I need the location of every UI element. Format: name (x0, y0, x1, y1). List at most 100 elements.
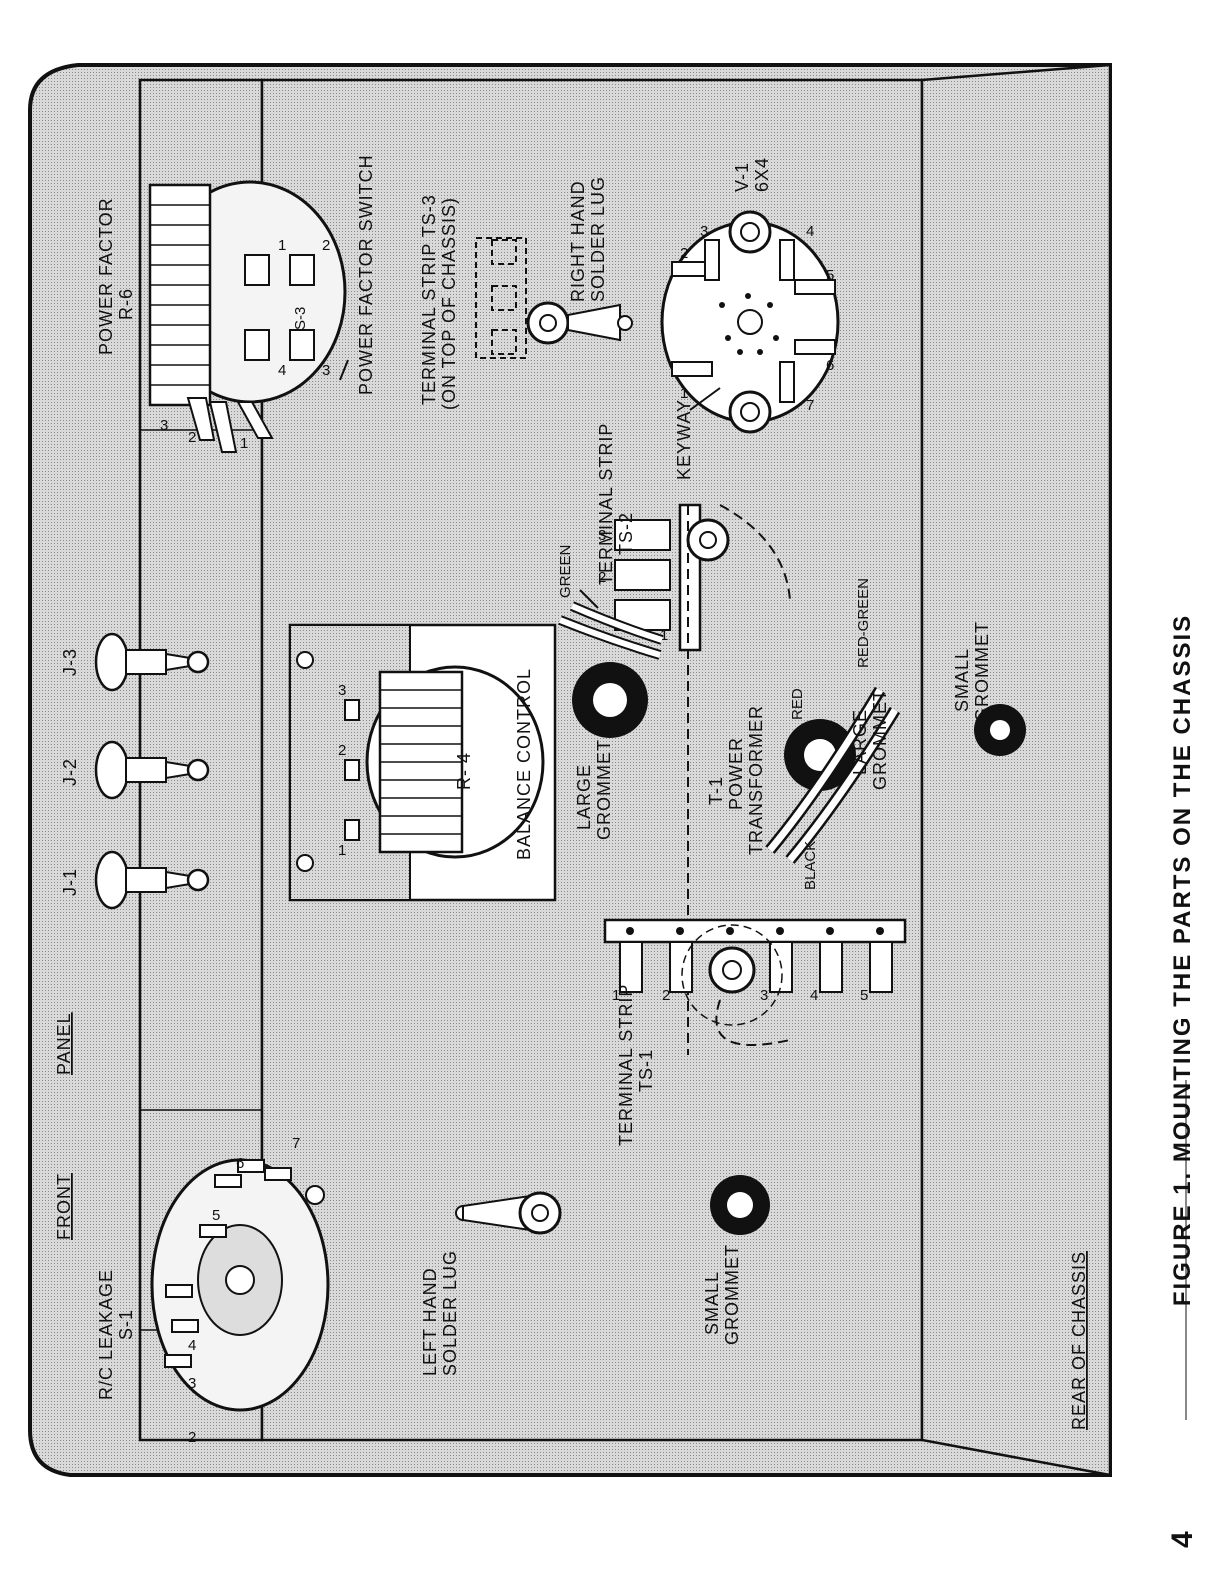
large-grommet-lower-label-2: GROMMET (870, 689, 890, 790)
black-wire-label: BLACK (802, 841, 819, 890)
v1-pin-6: 6 (826, 357, 834, 374)
s3-pin-3: 3 (322, 362, 330, 379)
r6-pin-1: 1 (240, 435, 248, 452)
s3-leader-line (339, 359, 349, 381)
jack-j1-label: J-1 (60, 868, 80, 896)
r6-pin-numbers: 3 2 1 (160, 417, 248, 452)
r4-ref-label: R- 4 (454, 752, 474, 790)
v1-pin-4: 4 (806, 223, 814, 240)
s1-pin-numbers: 2 3 4 5 6 7 (188, 1135, 300, 1446)
front-label: FRONT (54, 1173, 74, 1240)
r4-pin-1: 1 (338, 842, 346, 859)
left-lug-label-1: LEFT HAND (420, 1267, 440, 1376)
r6-name-label: POWER FACTOR (96, 197, 116, 355)
t1-label-3: TRANSFORMER (746, 705, 766, 855)
r6-pin-2: 2 (188, 429, 196, 446)
s3-pin-1: 1 (278, 237, 286, 254)
v1-type-label: 6X4 (752, 157, 772, 192)
ts3-note-label: (ON TOP OF CHASSIS) (439, 197, 459, 410)
t1-label-2: POWER (726, 737, 746, 810)
t1-label-1: T-1 (706, 776, 726, 805)
small-grommet-right-label-1: SMALL (952, 648, 972, 712)
left-lug-label-2: SOLDER LUG (440, 1250, 460, 1376)
ts3-terminal-strip-outline (475, 237, 527, 359)
r6-ref-label: R-6 (116, 288, 136, 320)
s1-ref-label: S-1 (116, 1309, 136, 1340)
green-wire-label: GREEN (557, 545, 574, 598)
large-grommet-lower-label-1: LARGE (850, 709, 870, 775)
s3-pin-numbers: 1 2 4 3 (278, 237, 330, 379)
v1-pin-5: 5 (826, 267, 834, 284)
ts2-pin-1: 1 (660, 627, 668, 644)
ts1-terminal-strip (603, 918, 907, 1026)
page-number: 4 (1166, 1531, 1199, 1548)
keyway-label: KEYWAY (674, 399, 694, 480)
small-grommet-left-label-2: GROMMET (722, 1244, 742, 1345)
s1-pin-2: 2 (188, 1429, 196, 1446)
figure-caption: FIGURE 1. MOUNTING THE PARTS ON THE CHAS… (1169, 614, 1196, 1306)
right-hand-solder-lug (526, 301, 633, 345)
small-grommet-right-label-2: GROMMET (972, 621, 992, 722)
s1-pin-6: 6 (236, 1155, 244, 1172)
keyway-leader-line (689, 387, 721, 411)
large-grommet-upper-label-2: GROMMET (594, 739, 614, 840)
s3-name-label: POWER FACTOR SWITCH (356, 154, 376, 395)
v1-pin-1: 1 (680, 385, 688, 402)
ts1-pin-numbers: 1 2 3 4 5 (612, 987, 868, 1004)
s1-pin-4: 4 (188, 1337, 196, 1354)
rear-of-chassis-label: REAR OF CHASSIS (1069, 1251, 1089, 1430)
jack-j2 (94, 740, 210, 800)
large-grommet-lower (765, 686, 901, 864)
v1-tube-socket (660, 210, 840, 434)
v1-pin-2: 2 (680, 245, 688, 262)
r6-pin-3: 3 (160, 417, 168, 434)
s1-pin-5: 5 (212, 1207, 220, 1224)
s3-pin-2: 2 (322, 237, 330, 254)
r4-pin-3: 3 (338, 682, 346, 699)
rear-lip (920, 63, 1112, 1477)
ts1-ref-label: TS-1 (636, 1049, 656, 1092)
jack-j3 (94, 632, 210, 692)
small-grommet-left (710, 1175, 770, 1235)
ts1-pin-5: 5 (860, 987, 868, 1004)
red-green-wire-label: RED-GREEN (855, 578, 872, 668)
jack-j3-label: J-3 (60, 648, 80, 676)
s1-pin-3: 3 (188, 1375, 196, 1392)
ts1-pin-2: 2 (662, 987, 670, 1004)
s1-rotary-switch (150, 1158, 330, 1412)
ts2-pin-3: 3 (598, 527, 606, 544)
small-grommet-right (974, 704, 1026, 756)
s1-pin-7: 7 (292, 1135, 300, 1152)
s1-name-label: R/C LEAKAGE (96, 1269, 116, 1400)
ts2-ref-label: TS-2 (616, 512, 636, 555)
red-wire-label: RED (789, 688, 806, 720)
large-grommet-upper-label-1: LARGE (574, 764, 594, 830)
ts1-pin-1: 1 (612, 987, 620, 1004)
ts1-pin-3: 3 (760, 987, 768, 1004)
v1-ref-label: V-1 (732, 162, 752, 192)
r4-balance-control (288, 623, 557, 902)
jack-j1 (94, 850, 210, 910)
jack-j2-label: J-2 (60, 758, 80, 786)
ts2-pin-numbers: 3 2 1 (598, 527, 668, 644)
v1-pin-7: 7 (806, 397, 814, 414)
r4-pin-2: 2 (338, 742, 346, 759)
right-lug-label-1: RIGHT HAND (568, 180, 588, 302)
s3-pin-4: 4 (278, 362, 286, 379)
ts1-name-label: TERMINAL STRIP (616, 984, 636, 1146)
v1-pin-numbers: 1 2 3 4 5 6 7 (680, 223, 834, 414)
r4-pin-numbers: 3 2 1 (338, 682, 346, 859)
r6-potentiometer (148, 180, 347, 453)
ts2-name-label: TERMINAL STRIP (596, 423, 616, 585)
ts2-pin-2: 2 (598, 569, 606, 586)
right-lug-label-2: SOLDER LUG (588, 176, 608, 302)
v1-pin-3: 3 (700, 223, 708, 240)
t1-transformer-outline (687, 504, 791, 1055)
r4-name-label: BALANCE CONTROL (514, 668, 534, 860)
ts3-name-label: TERMINAL STRIP TS-3 (419, 194, 439, 405)
panel-label: PANEL (54, 1012, 74, 1075)
s3-ref-label: S-3 (292, 307, 309, 330)
large-grommet-upper (558, 601, 664, 738)
ts1-pin-4: 4 (810, 987, 818, 1004)
